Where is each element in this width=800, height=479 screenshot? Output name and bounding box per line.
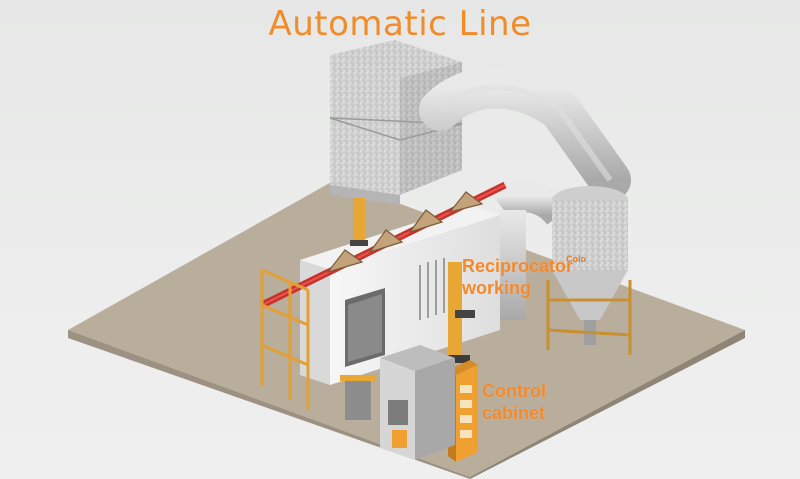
reciprocator-label-line2: working (462, 278, 532, 298)
svg-text:Colo: Colo (566, 254, 586, 264)
page-title: Automatic Line (268, 4, 532, 44)
reciprocator-label: Reciprocator working (462, 255, 573, 299)
control-cabinet-label: Control cabinet (482, 380, 546, 424)
cyclone-unit: Colo (546, 186, 632, 355)
rear-duct (500, 210, 526, 320)
reciprocator-label-line1: Reciprocator (462, 256, 574, 276)
control-cabinet-label-line1: Control (482, 381, 546, 401)
conveyor-rail (260, 181, 507, 309)
powder-center (380, 345, 455, 460)
spray-gun-stand (340, 375, 376, 420)
control-cabinet-label-line2: cabinet (482, 403, 546, 423)
left-frame (260, 268, 310, 410)
